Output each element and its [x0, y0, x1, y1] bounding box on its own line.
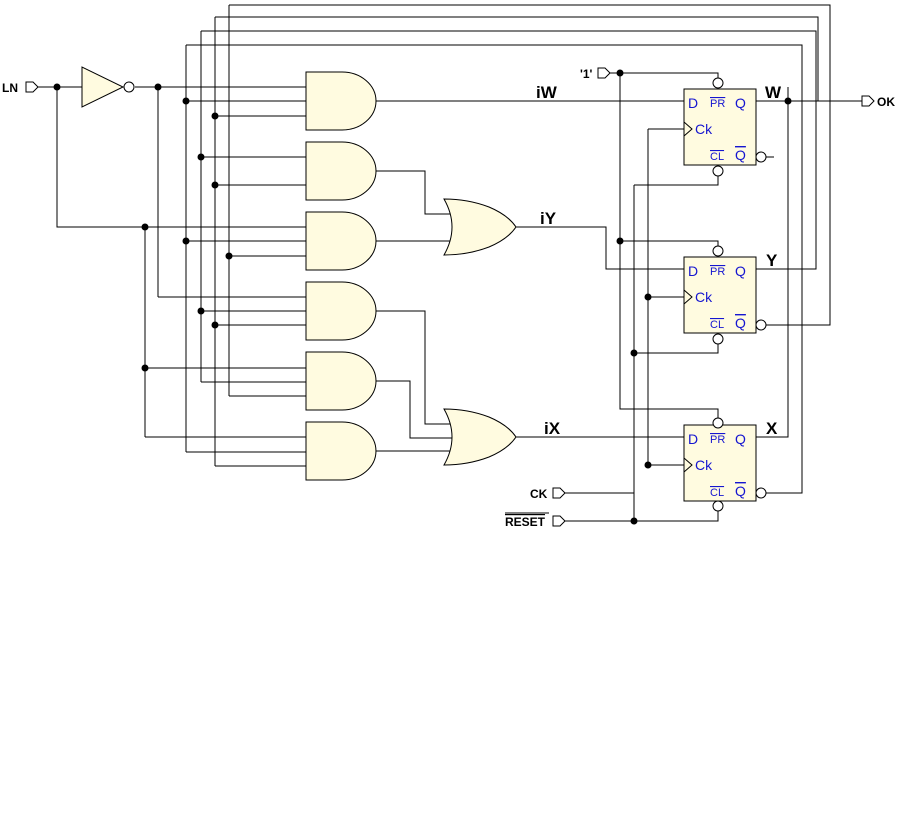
svg-text:Q: Q — [735, 431, 746, 447]
svg-text:PR: PR — [710, 266, 725, 278]
port-ck: CK — [530, 487, 566, 501]
svg-text:RESET: RESET — [505, 515, 546, 529]
and-gate-1 — [305, 71, 377, 131]
svg-text:Q: Q — [735, 315, 746, 331]
svg-text:Q: Q — [735, 147, 746, 163]
and-gate-6 — [305, 421, 377, 481]
signal-ix-label: iX — [544, 419, 561, 438]
svg-text:PR: PR — [710, 434, 725, 446]
or-gate-ix — [443, 408, 517, 466]
signal-y-label: Y — [766, 251, 778, 270]
and-gate-5 — [305, 351, 377, 411]
inverter-gate — [81, 66, 135, 108]
wires — [38, 4, 862, 522]
and-gate-3 — [305, 211, 377, 271]
port-ok: OK — [861, 95, 895, 109]
signal-x-label: X — [766, 419, 778, 438]
svg-text:Q: Q — [735, 263, 746, 279]
and-gate-2 — [305, 141, 377, 201]
svg-text:PR: PR — [710, 98, 725, 110]
svg-text:CK: CK — [530, 487, 548, 501]
svg-text:OK: OK — [877, 95, 895, 109]
flipflop-w: D PR Q Ck CL Q — [683, 77, 767, 177]
svg-text:Ck: Ck — [695, 289, 713, 305]
signal-iw-label: iW — [536, 83, 558, 102]
svg-text:Ck: Ck — [695, 121, 713, 137]
svg-text:D: D — [688, 431, 698, 447]
signal-iy-label: iY — [540, 209, 557, 228]
svg-text:CL: CL — [710, 319, 724, 331]
svg-text:D: D — [688, 95, 698, 111]
flipflop-y: D PR Q Ck CL Q — [683, 245, 767, 345]
flipflop-x: D PR Q Ck CL Q — [683, 417, 767, 512]
junction-dots — [53, 69, 792, 525]
svg-text:Q: Q — [735, 483, 746, 499]
svg-text:LN: LN — [2, 81, 18, 95]
svg-text:'1': '1' — [580, 67, 593, 81]
svg-text:D: D — [688, 263, 698, 279]
svg-text:CL: CL — [710, 151, 724, 163]
and-gate-4 — [305, 281, 377, 341]
signal-w-label: W — [765, 83, 782, 102]
port-one: '1' — [580, 67, 611, 81]
or-gate-iy — [443, 198, 517, 256]
svg-text:Ck: Ck — [695, 457, 713, 473]
port-reset: RESET — [505, 512, 566, 529]
port-ln: LN — [2, 81, 39, 95]
svg-text:CL: CL — [710, 487, 724, 499]
svg-text:Q: Q — [735, 95, 746, 111]
